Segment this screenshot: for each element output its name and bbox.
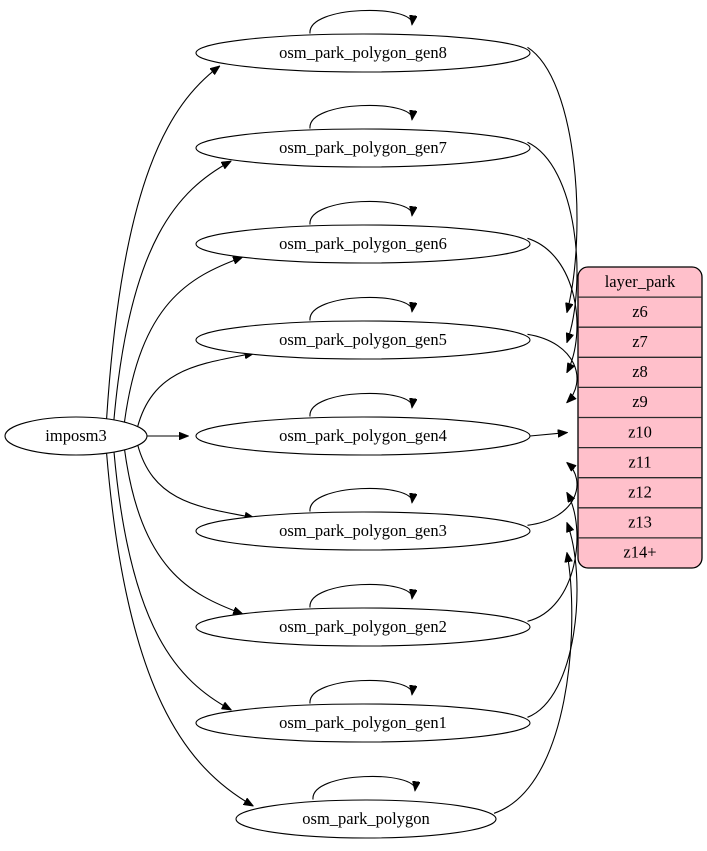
edge-gen4-to-z10	[529, 433, 567, 436]
node-gen3[interactable]: osm_park_polygon_gen3	[195, 511, 531, 551]
node-shape	[235, 799, 497, 839]
edge-gen2-to-z12	[527, 493, 578, 622]
edge-base-to-z14+	[493, 553, 572, 814]
node-label: osm_park_polygon_gen6	[279, 234, 447, 253]
node-gen8[interactable]: osm_park_polygon_gen8	[195, 33, 531, 73]
table-row-label: z8	[632, 362, 648, 381]
edge-imposm3-to-gen7	[113, 161, 231, 420]
node-label: osm_park_polygon_gen4	[279, 426, 447, 445]
self-loop-gen5	[309, 296, 412, 321]
self-loop-gen3	[309, 487, 412, 512]
node-label: osm_park_polygon_gen5	[279, 330, 447, 349]
node-gen2[interactable]: osm_park_polygon_gen2	[195, 607, 531, 647]
node-gen1[interactable]: osm_park_polygon_gen1	[195, 703, 531, 743]
edge-gen5-to-z9	[527, 333, 578, 402]
table-row[interactable]: z11	[628, 452, 651, 471]
edge-gen3-to-z11	[527, 463, 578, 526]
node-shape	[195, 416, 531, 456]
edge-gen1-to-z13	[527, 523, 578, 718]
table-row-label: z6	[632, 302, 648, 321]
node-shape	[195, 224, 531, 264]
node-shape	[195, 33, 531, 73]
table-row[interactable]: z12	[628, 483, 652, 502]
table-row[interactable]: z13	[628, 513, 652, 532]
edge-gen6-to-z8	[527, 237, 578, 372]
node-shape	[4, 416, 148, 456]
table-row-label: z10	[628, 422, 652, 441]
table-row[interactable]: z8	[632, 362, 648, 381]
table-row[interactable]: z10	[628, 422, 652, 441]
edge-gen7-to-z7	[527, 141, 578, 342]
node-base[interactable]: osm_park_polygon	[235, 799, 497, 839]
node-label: osm_park_polygon_gen7	[279, 138, 447, 157]
edge-gen8-to-z6	[527, 46, 578, 312]
layer-park-table[interactable]: layer_park z6 z7 z8 z9 z10 z11 z12 z13 z14+	[577, 266, 703, 569]
node-shape	[195, 320, 531, 360]
edge-imposm3-to-gen1	[113, 452, 231, 710]
self-loop-gen4	[309, 392, 412, 417]
edge-imposm3-to-gen5	[136, 353, 253, 428]
table-header-label: layer_park	[605, 272, 676, 291]
node-label: osm_park_polygon	[302, 809, 429, 828]
self-loops-layer	[309, 9, 415, 800]
edge-imposm3-to-gen6	[123, 257, 242, 423]
self-loop-gen7	[309, 104, 412, 129]
node-shape	[195, 128, 531, 168]
table-row-label: z7	[632, 332, 648, 351]
table-row[interactable]: z6	[632, 302, 648, 321]
edge-imposm3-to-gen8	[106, 66, 220, 419]
edge-imposm3-to-gen2	[124, 449, 243, 614]
self-loop-gen1	[309, 679, 412, 704]
node-label: osm_park_polygon_gen8	[279, 43, 447, 62]
table-row-label: z12	[628, 483, 652, 502]
self-loop-gen6	[309, 200, 412, 225]
node-label: osm_park_polygon_gen3	[279, 521, 447, 540]
table-row-label: z13	[628, 513, 652, 532]
node-gen5[interactable]: osm_park_polygon_gen5	[195, 320, 531, 360]
table-row[interactable]: z7	[632, 332, 648, 351]
node-shape	[195, 511, 531, 551]
node-gen7[interactable]: osm_park_polygon_gen7	[195, 128, 531, 168]
node-imposm3[interactable]: imposm3	[4, 416, 148, 456]
node-label: osm_park_polygon_gen2	[279, 617, 447, 636]
table-header-row: layer_park	[605, 272, 676, 291]
self-loop-gen8	[309, 9, 412, 34]
edges-layer	[106, 46, 578, 814]
self-loop-base	[312, 775, 415, 800]
self-loop-gen2	[309, 583, 412, 608]
node-gen6[interactable]: osm_park_polygon_gen6	[195, 224, 531, 264]
table-row-label: z11	[628, 452, 651, 471]
node-label: imposm3	[45, 426, 106, 445]
table-row[interactable]: z14+	[623, 543, 656, 562]
node-shape	[195, 607, 531, 647]
node-label: osm_park_polygon_gen1	[279, 713, 447, 732]
edge-imposm3-to-gen3	[137, 444, 254, 518]
node-shape	[195, 703, 531, 743]
node-gen4[interactable]: osm_park_polygon_gen4	[195, 416, 531, 456]
table-row-label: z14+	[623, 543, 656, 562]
table-row-label: z9	[632, 392, 648, 411]
nodes-layer: osm_park_polygon_gen8 osm_park_polygon_ge…	[4, 33, 531, 839]
table-row[interactable]: z9	[632, 392, 648, 411]
edge-imposm3-to-base	[106, 453, 253, 805]
